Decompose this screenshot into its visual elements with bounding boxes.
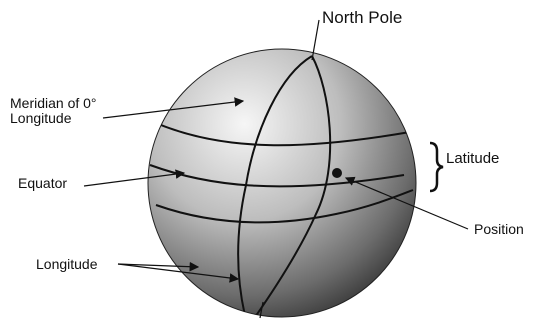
- position-label: Position: [474, 222, 524, 237]
- north-pole-label: North Pole: [322, 9, 402, 28]
- longitude-label: Longitude: [36, 257, 98, 272]
- meridian-label: Meridian of 0° Longitude: [10, 96, 100, 127]
- latitude-brace: [430, 143, 443, 191]
- latitude-label: Latitude: [446, 151, 499, 168]
- equator-label: Equator: [18, 176, 67, 191]
- position-dot: [332, 168, 342, 178]
